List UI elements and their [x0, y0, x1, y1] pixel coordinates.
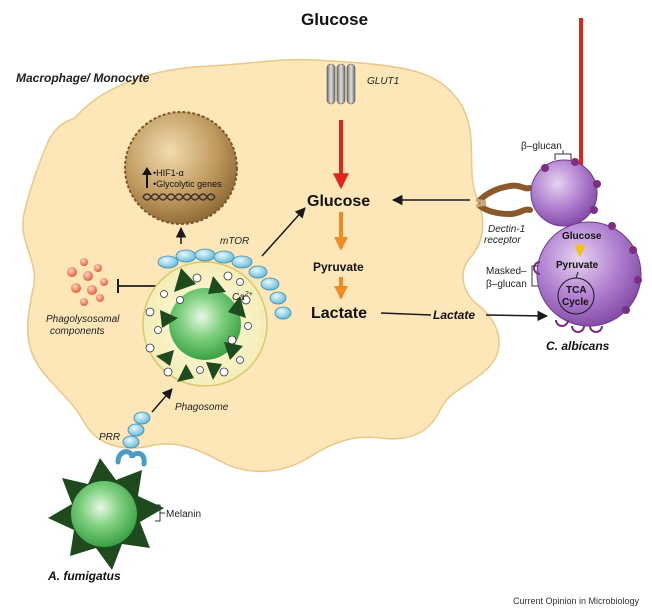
glut1-label: GLUT1 — [367, 76, 399, 87]
prr-receptor — [115, 411, 151, 467]
a-fumigatus-label: A. fumigatus — [47, 569, 121, 583]
nucleus — [124, 111, 238, 225]
melanin-spikes — [156, 268, 246, 382]
melanin-label: Melanin — [166, 509, 201, 520]
dectin-label-line1: Dectin-1 — [488, 224, 525, 235]
macrophage-cell — [22, 58, 500, 472]
hif1a-label: •HIF1-α — [153, 168, 184, 178]
calcium-ions — [145, 271, 252, 377]
prr-to-phagosome-arrow — [151, 388, 173, 413]
beta-glucan-label: β–glucan — [521, 141, 562, 152]
mtor-beads — [157, 248, 292, 320]
tca-label-line2: Cycle — [562, 297, 589, 308]
masked-beta-glucan-bracket — [531, 265, 538, 287]
pyruvate-to-tca-line — [575, 271, 579, 279]
lactate-to-candida-arrow — [485, 310, 549, 322]
tca-label-line1: TCA — [566, 285, 587, 296]
pyruvate-mid-label: Pyruvate — [313, 260, 364, 274]
phagosome-label: Phagosome — [175, 402, 229, 413]
source-credit: Current Opinion in Microbiology — [513, 596, 640, 606]
mtor-label: mTOR — [220, 236, 249, 247]
dectin1-receptor — [475, 182, 533, 218]
tca-cycle — [557, 277, 595, 315]
dna-icon — [142, 193, 216, 201]
glucose-mid-label: Glucose — [307, 193, 370, 210]
masked-label-line1: Masked– — [486, 266, 527, 277]
melanin-bracket — [155, 504, 165, 522]
phagolysosomal-label-line1: Phagolysosomal — [46, 314, 120, 325]
masked-label-line2: β–glucan — [486, 279, 527, 290]
a-fumigatus-conidium-internal — [169, 288, 241, 360]
lactate-export-arrow — [380, 312, 432, 316]
a-fumigatus-conidium — [48, 458, 164, 570]
beta-glucan-bracket — [554, 150, 572, 160]
up-arrow-icon — [142, 167, 152, 188]
phagolysosomal-label-line2: components — [50, 326, 104, 337]
prr-label: PRR — [99, 432, 120, 443]
calcium-label: Ca2+ — [232, 291, 253, 303]
glycolytic-genes-label: •Glycolytic genes — [153, 179, 222, 189]
ca-glucose-label: Glucose — [562, 231, 602, 242]
mtor-to-glucose-arrow — [261, 207, 306, 257]
lactate-mid-label: Lactate — [311, 305, 367, 322]
lactate-out-label: Lactate — [433, 308, 475, 322]
glucose-top-label: Glucose — [301, 10, 368, 29]
c-albicans-bud — [530, 158, 601, 227]
ca-pyruvate-label: Pyruvate — [556, 260, 599, 271]
c-albicans-label: C. albicans — [546, 339, 610, 353]
c-albicans-cell — [533, 221, 642, 333]
glut1-transporter — [326, 63, 356, 105]
dectin-label-line2: receptor — [484, 235, 521, 246]
cell-type-label: Macrophage/ Monocyte — [16, 71, 150, 85]
phagolysosomal-components — [67, 258, 108, 306]
